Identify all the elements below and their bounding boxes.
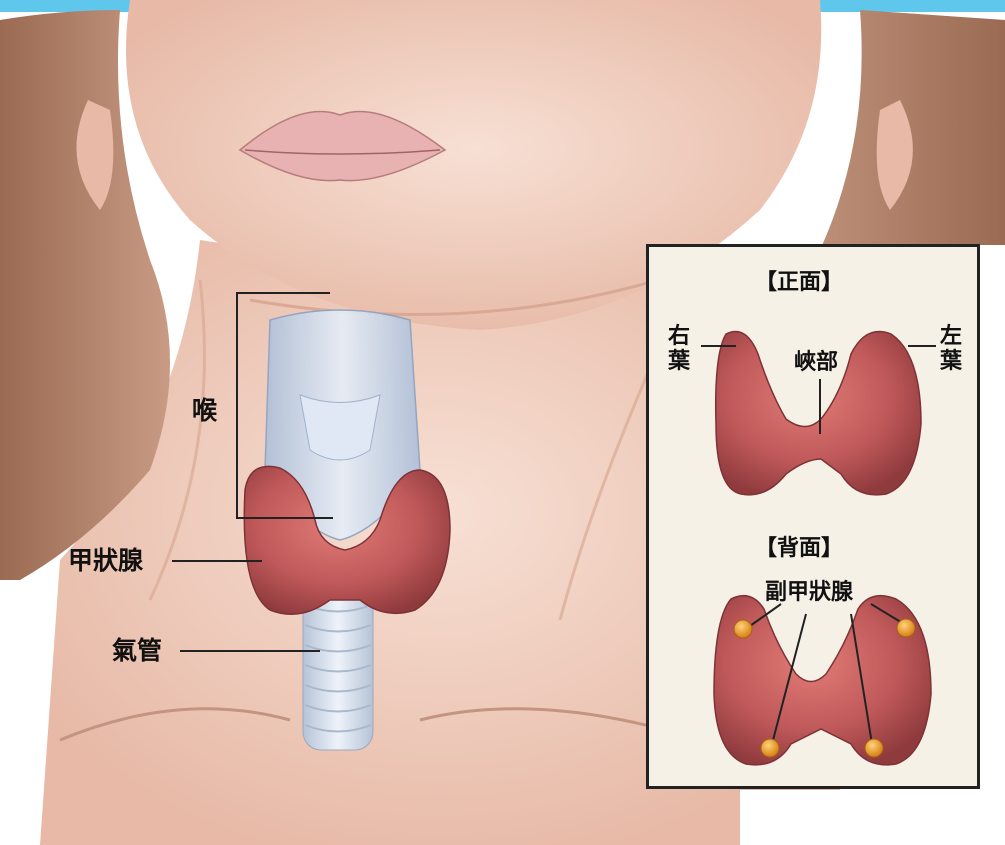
- trachea-label: 氣管: [112, 638, 162, 663]
- left-lobe-char-2: 葉: [940, 351, 962, 373]
- parathyroid-gland: [865, 739, 883, 757]
- corner-patch: [740, 790, 1005, 845]
- back-view-title: 【背面】: [755, 538, 843, 560]
- left-lobe-label: 左 葉: [940, 326, 962, 373]
- thyroid-label: 甲狀腺: [68, 548, 143, 573]
- parathyroid-gland: [734, 620, 752, 638]
- isthmus-label: 峽部: [794, 352, 838, 374]
- front-view-title: 【正面】: [755, 272, 843, 294]
- inset-illustration: [646, 244, 980, 789]
- right-lobe-char-2: 葉: [668, 351, 690, 373]
- right-lobe-label: 右 葉: [668, 326, 690, 373]
- parathyroid-gland: [761, 739, 779, 757]
- left-lobe-char-1: 左: [940, 326, 962, 348]
- parathyroid-gland: [897, 619, 915, 637]
- parathyroid-label: 副甲狀腺: [765, 582, 853, 604]
- thyroid-cartilage-notch: [300, 395, 380, 460]
- larynx-label: 喉: [192, 398, 217, 423]
- right-lobe-char-1: 右: [668, 326, 690, 348]
